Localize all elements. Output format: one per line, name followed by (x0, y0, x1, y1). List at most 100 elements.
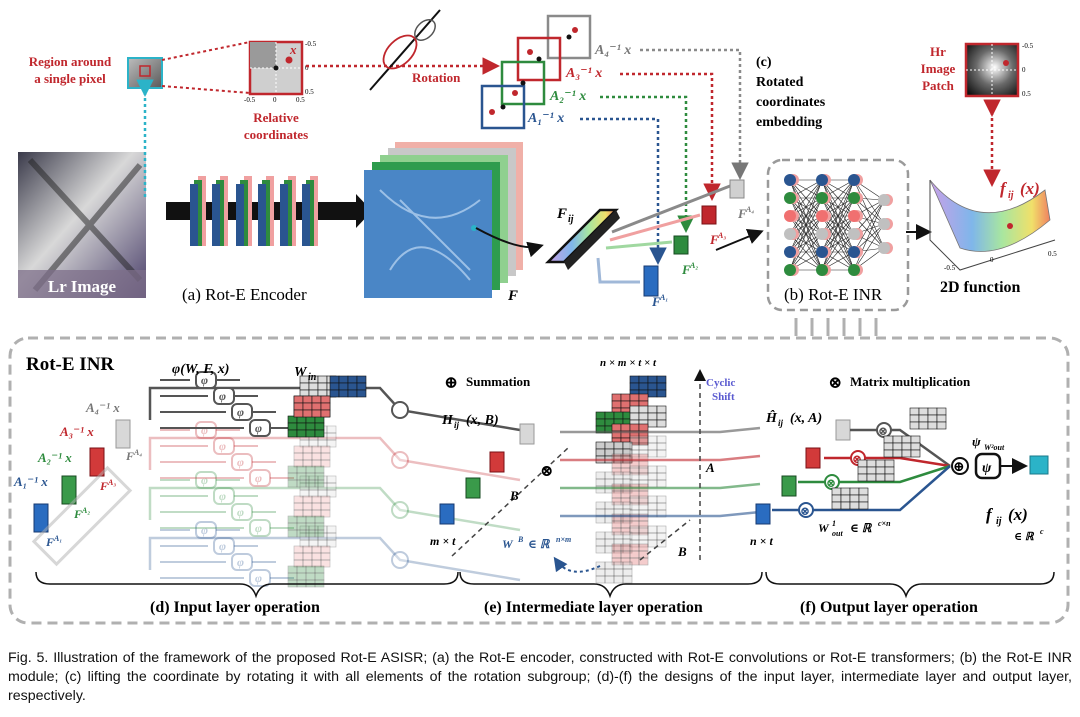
svg-text:F: F (651, 294, 661, 309)
h-cubes (439, 423, 535, 525)
svg-text:0.5: 0.5 (305, 88, 314, 96)
svg-text:φ: φ (219, 489, 226, 503)
rotation-icon (369, 9, 441, 91)
svg-text:0: 0 (990, 256, 994, 264)
svg-text:(x): (x) (1020, 179, 1040, 198)
svg-text:ψ: ψ (982, 461, 992, 476)
inr-arrows (794, 318, 878, 336)
svg-text:A₁: A₁ (659, 293, 668, 302)
svg-text:-0.5: -0.5 (1022, 42, 1034, 50)
svg-text:n × t: n × t (750, 534, 774, 548)
region-label-2: a single pixel (34, 71, 106, 86)
svg-text:F: F (125, 449, 134, 463)
svg-text:-0.5: -0.5 (944, 264, 956, 272)
svg-text:H: H (441, 413, 454, 428)
mult-legend-symbol: ⊗ (828, 373, 842, 392)
svg-text:A₂: A₂ (689, 261, 698, 270)
svg-text:c×n: c×n (878, 519, 891, 528)
svg-text:φ: φ (201, 373, 208, 387)
svg-text:B: B (677, 544, 687, 559)
svg-text:0: 0 (273, 96, 277, 104)
relative-coords-label-2: coordinates (244, 127, 308, 142)
svg-text:A₄: A₄ (133, 448, 142, 457)
svg-text:φ: φ (219, 539, 226, 553)
feature-map (364, 142, 523, 298)
svg-text:B: B (517, 535, 524, 544)
svg-text:A₁⁻¹ x: A₁⁻¹ x (13, 474, 48, 489)
svg-text:∈ ℝ: ∈ ℝ (1014, 531, 1035, 543)
svg-text:ij: ij (778, 418, 784, 428)
svg-text:A₂⁻¹ x: A₂⁻¹ x (37, 450, 72, 465)
rotated-coordinates (480, 14, 592, 130)
svg-text:φ: φ (255, 521, 262, 535)
framework-figure: Lr Image Region around a single pixel x … (8, 9, 1070, 625)
hhat-cubes (755, 419, 851, 525)
caption-e: (e) Intermediate layer operation (484, 599, 703, 616)
svg-text:c: c (1040, 527, 1044, 536)
svg-text:W: W (294, 365, 308, 380)
svg-text:(x): (x) (1008, 505, 1028, 524)
svg-text:F: F (45, 535, 54, 549)
svg-text:ij: ij (996, 516, 1002, 527)
svg-text:(x, B): (x, B) (466, 413, 499, 428)
svg-text:f: f (986, 505, 994, 524)
embedding-label-1: (c) (756, 55, 772, 70)
rot-e-encoder (166, 176, 372, 246)
svg-text:out: out (832, 529, 843, 538)
svg-text:0: 0 (305, 64, 309, 72)
output-weight-stacks: ⊗⊗⊗⊗ (772, 407, 951, 518)
output-cube (1029, 455, 1049, 475)
relative-coords-label-1: Relative (253, 110, 299, 125)
svg-text:W: W (502, 537, 514, 551)
svg-text:-0.5: -0.5 (305, 40, 317, 48)
intermediate-weight-stack (560, 375, 761, 584)
svg-text:φ: φ (201, 523, 208, 537)
svg-text:Cyclic: Cyclic (706, 377, 735, 389)
svg-text:f: f (1000, 179, 1008, 198)
function-caption: 2D function (940, 279, 1021, 296)
svg-text:∈ ℝ: ∈ ℝ (528, 537, 551, 551)
svg-text:φ: φ (201, 473, 208, 487)
relative-coordinates-patch: x -0.5 0 0.5 -0.5 0 0.5 (244, 40, 317, 104)
svg-text:ij: ij (454, 420, 460, 430)
svg-text:A₃⁻¹ x: A₃⁻¹ x (59, 424, 94, 439)
caption-f: (f) Output layer operation (800, 599, 978, 616)
svg-text:φ: φ (255, 471, 262, 485)
svg-text:-0.5: -0.5 (244, 96, 256, 104)
lr-image-label: Lr Image (48, 277, 117, 296)
rotation-label: Rotation (412, 70, 461, 85)
nmmt-label: n × m × t × t (600, 357, 657, 369)
svg-text:F: F (556, 206, 567, 222)
region-label-1: Region around (29, 54, 112, 69)
svg-text:W²out: W²out (984, 443, 1005, 452)
svg-text:⊗: ⊗ (540, 463, 553, 480)
svg-text:φ: φ (219, 439, 226, 453)
svg-text:⊗: ⊗ (878, 424, 888, 438)
inr-caption: (b) Rot-E INR (784, 285, 883, 304)
feature-F: F (507, 288, 518, 304)
svg-text:in: in (308, 372, 317, 383)
svg-text:0.5: 0.5 (1048, 250, 1057, 258)
inr-detail-panel (8, 336, 1070, 625)
svg-text:φ: φ (237, 405, 244, 419)
caption-d: (d) Input layer operation (150, 599, 320, 616)
svg-text:0.5: 0.5 (296, 96, 305, 104)
svg-text:Shift: Shift (712, 391, 735, 403)
svg-text:φ: φ (237, 555, 244, 569)
rot-a1: A₁⁻¹ x (527, 111, 564, 126)
svg-text:ij: ij (1008, 190, 1014, 201)
region-patch (127, 57, 163, 89)
figure-caption: Fig. 5. Illustration of the framework of… (8, 650, 1072, 704)
svg-text:B: B (509, 488, 519, 503)
svg-text:φ: φ (237, 455, 244, 469)
embedding-label-4: embedding (756, 115, 822, 130)
hr-image-patch: -0.5 0 0.5 (964, 42, 1034, 98)
sum-legend-label: Summation (466, 374, 531, 389)
svg-text:Ĥ: Ĥ (765, 409, 778, 426)
svg-text:W: W (818, 521, 830, 535)
svg-text:n×m: n×m (556, 535, 571, 544)
svg-text:F: F (709, 232, 719, 247)
svg-text:F: F (99, 479, 108, 493)
svg-text:x: x (289, 42, 297, 57)
encoder-caption: (a) Rot-E Encoder (182, 285, 307, 304)
